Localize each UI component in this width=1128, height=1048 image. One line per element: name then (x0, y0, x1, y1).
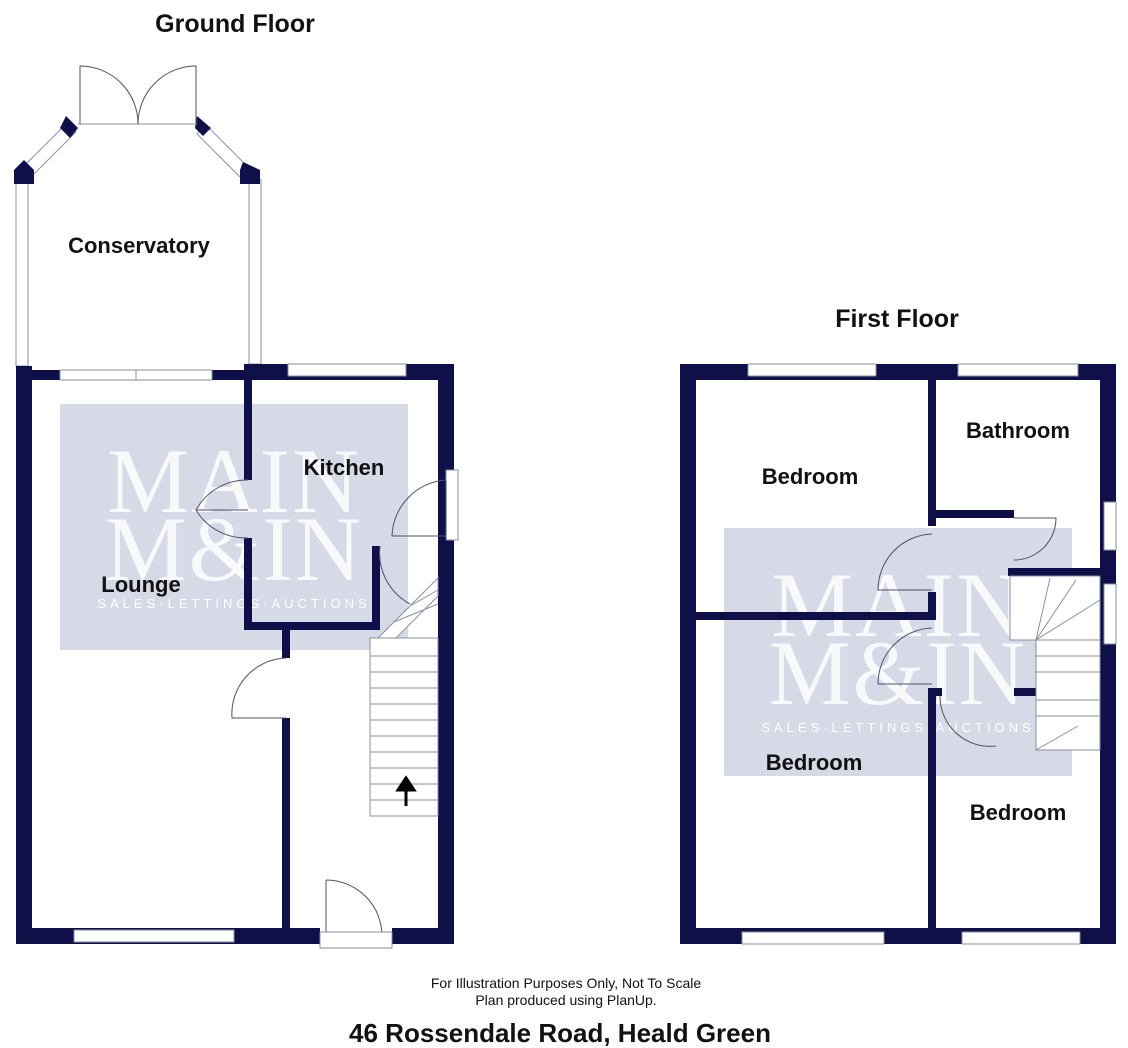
first-floor-stairs (1009, 575, 1101, 751)
room-label-kitchen: Kitchen (304, 455, 385, 480)
disclaimer-text: For Illustration Purposes Only, Not To S… (431, 975, 701, 991)
room-label-bedroom-1: Bedroom (762, 464, 859, 489)
watermark-line2: M&IN (105, 498, 363, 600)
watermark-tagline-first: SALES·LETTINGS·AUCTIONS (761, 720, 1034, 735)
watermark-first: MAIN M&IN SALES·LETTINGS·AUCTIONS (724, 528, 1072, 776)
conservatory-glazing (14, 116, 262, 367)
watermark-line2-first: M&IN (769, 622, 1027, 724)
watermark-tagline: SALES·LETTINGS·AUCTIONS (97, 596, 370, 611)
property-address: 46 Rossendale Road, Heald Green (349, 1018, 771, 1048)
ground-floor-stairs (369, 576, 439, 817)
first-floor-doors (877, 517, 1057, 747)
first-floor-title: First Floor (835, 305, 959, 333)
first-floor-windows (741, 363, 1117, 945)
credit-text: Plan produced using PlanUp. (475, 992, 656, 1008)
ground-floor-windows (59, 363, 459, 943)
room-label-bathroom: Bathroom (966, 418, 1070, 443)
watermark-line1: MAIN (107, 430, 360, 532)
watermark-ground: MAIN M&IN SALES·LETTINGS·AUCTIONS (60, 404, 408, 650)
ground-floor-title: Ground Floor (155, 10, 315, 38)
stair-direction-arrow-icon (395, 775, 417, 806)
french-doors (79, 65, 197, 125)
ground-floor-doors (195, 479, 447, 949)
room-label-lounge: Lounge (101, 572, 180, 597)
room-label-bedroom-2: Bedroom (766, 750, 863, 775)
watermark-line1-first: MAIN (771, 554, 1024, 656)
room-label-conservatory: Conservatory (68, 233, 211, 258)
room-label-bedroom-3: Bedroom (970, 800, 1067, 825)
